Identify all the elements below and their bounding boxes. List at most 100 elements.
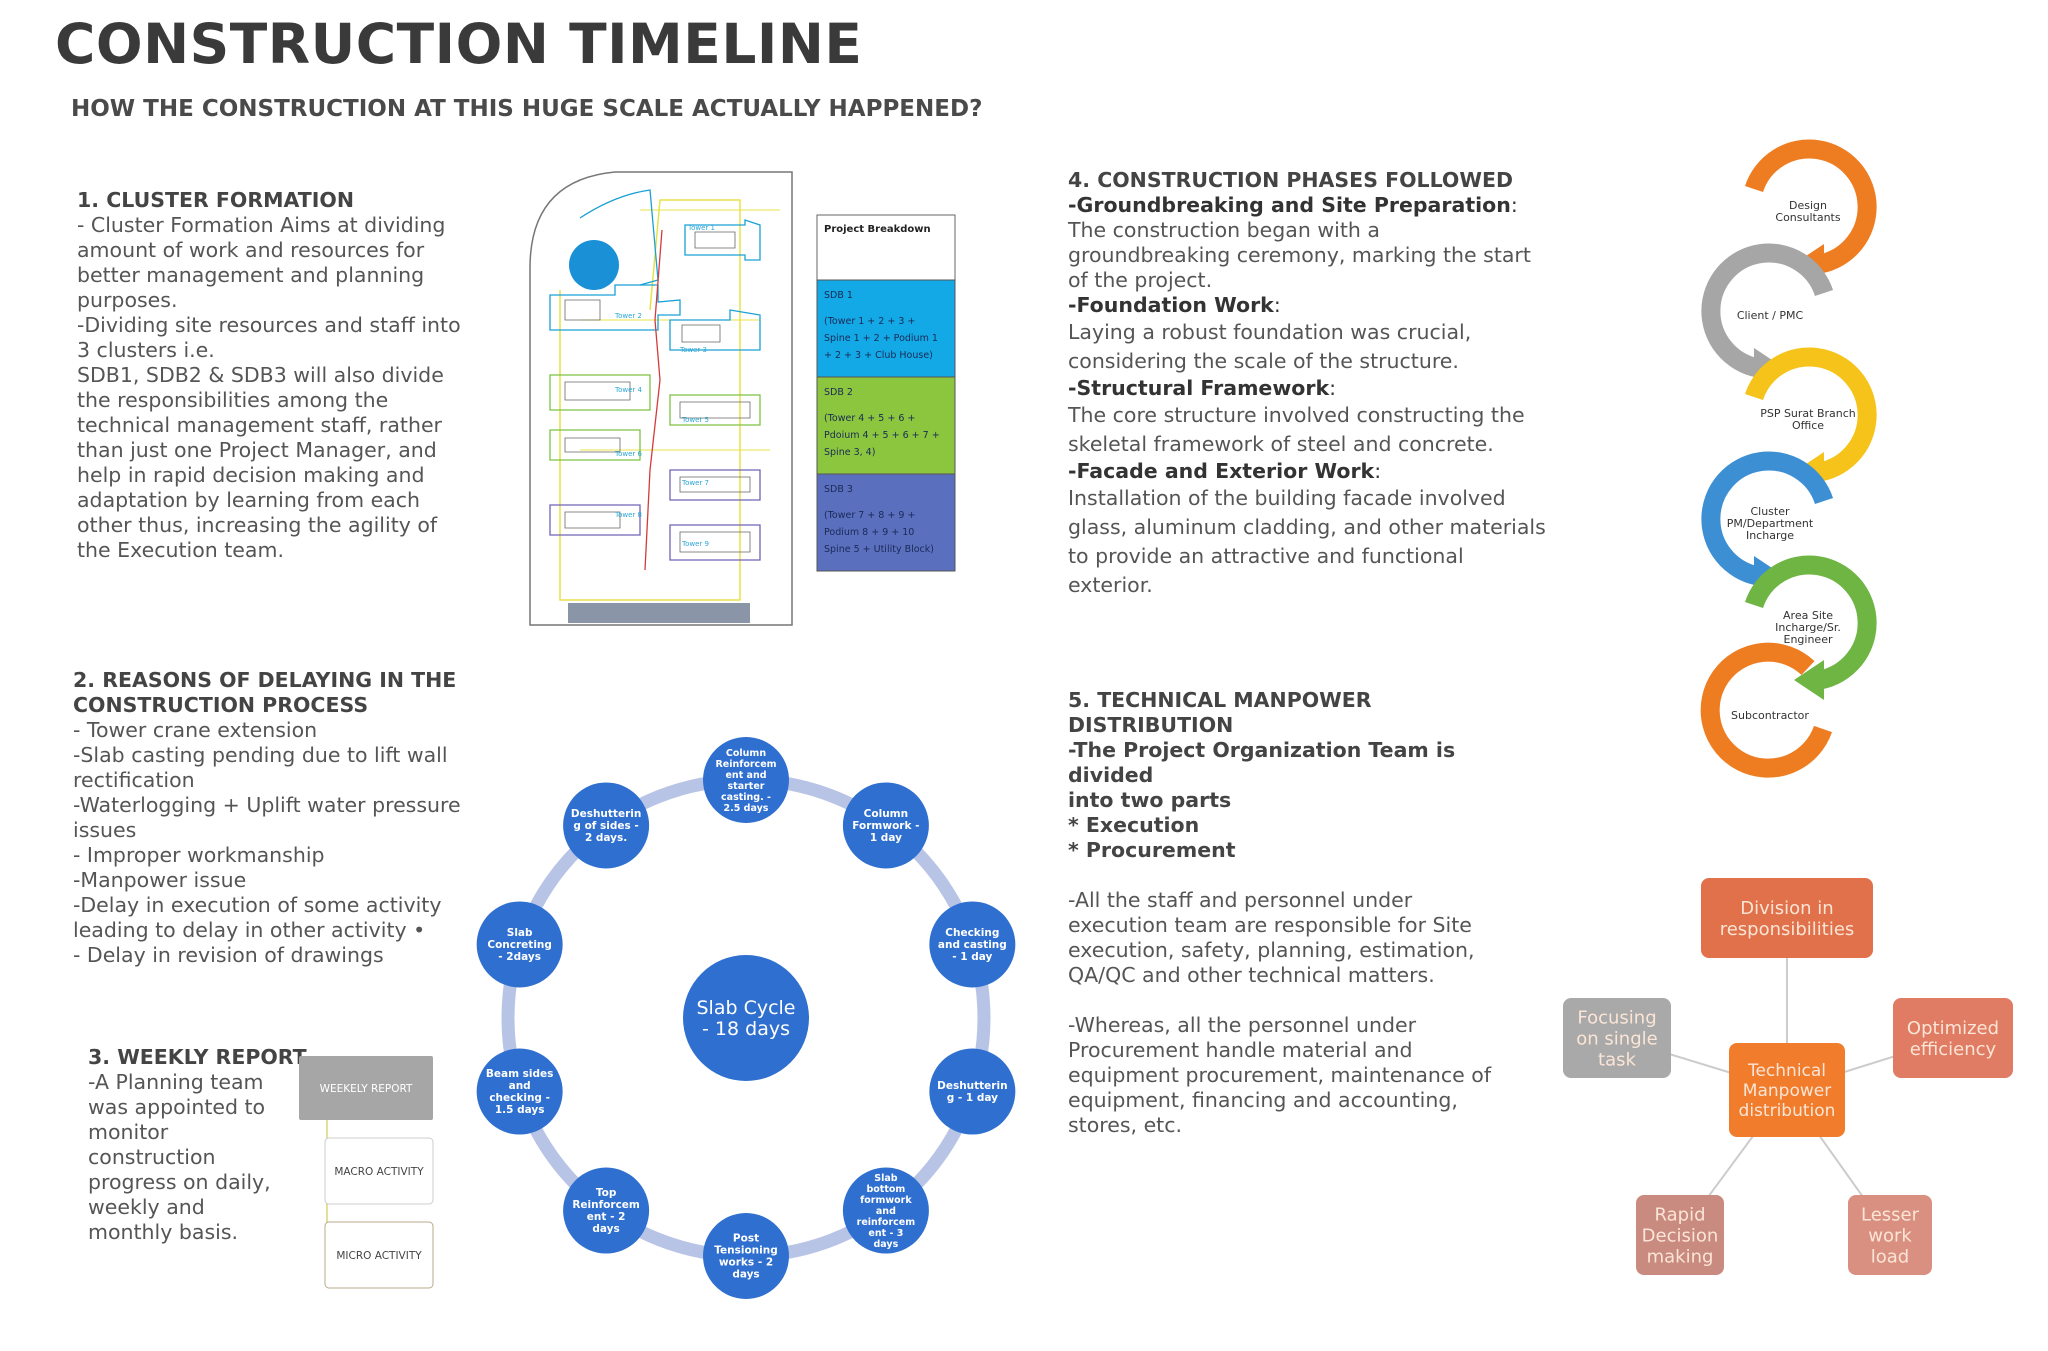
tower-label: Tower 6: [614, 450, 643, 458]
tower-label: Tower 2: [614, 312, 642, 320]
cycle-step-label: g of sides -: [573, 820, 638, 832]
body-line: -Whereas, all the personnel under: [1068, 1013, 1417, 1037]
cycle-step-label: - 1 day: [952, 951, 992, 963]
phase-title: -Groundbreaking and Site Preparation:: [1068, 193, 1518, 217]
section-body: - Tower crane extension-Slab casting pen…: [73, 718, 483, 968]
hierarchy-level-label: Office: [1792, 419, 1824, 432]
hierarchy-level-label: Cluster: [1750, 505, 1790, 518]
site-plan-diagram: Tower 1 Tower 2 Tower 3 Tower 4 Tower 5 …: [529, 171, 956, 626]
hierarchy-level-label: PM/Department: [1727, 517, 1814, 530]
cycle-step-label: Beam sides: [486, 1068, 554, 1080]
cycle-step-label: casting. -: [721, 792, 771, 803]
body-line: QA/QC and other technical matters.: [1068, 963, 1435, 987]
hierarchy-arrowhead: [1794, 660, 1824, 700]
section-heading-line: CONSTRUCTION PROCESS: [73, 693, 369, 717]
cycle-step-label: ent - 2: [587, 1211, 626, 1223]
phase-line: The core structure involved constructing…: [1068, 403, 1525, 427]
cycle-step-label: 1.5 days: [495, 1104, 545, 1116]
body-line: construction: [88, 1145, 216, 1169]
body-line: -All the staff and personnel under: [1068, 888, 1413, 912]
sdb1-detail: (Tower 1 + 2 + 3 +: [824, 316, 915, 327]
section-heading: 3. WEEKLY REPORT: [88, 1045, 307, 1069]
tower-label: Tower 1: [687, 224, 715, 232]
cycle-step-node: [703, 1213, 789, 1299]
body-line: - Delay in revision of drawings: [73, 943, 384, 967]
manpower-right-node: [1893, 998, 2013, 1078]
manpower-bottom-left-node-label: Rapid: [1655, 1204, 1706, 1225]
hierarchy-arc: [1744, 555, 1877, 690]
cycle-step-label: 1 day: [870, 832, 902, 844]
cycle-step-label: checking -: [489, 1092, 550, 1104]
site-boundary: [529, 171, 793, 626]
hierarchy-level-label: Area Site: [1783, 609, 1833, 622]
cycle-step-node: [929, 1048, 1016, 1135]
section-cluster-formation: 1. CLUSTER FORMATION - Cluster Formation…: [77, 188, 477, 563]
weekly-report-box: [299, 1056, 433, 1120]
body-line: better management and planning: [77, 263, 425, 287]
body-line: execution team are responsible for Site: [1068, 913, 1472, 937]
manpower-bottom-left-node: [1636, 1195, 1724, 1275]
body-line: monthly basis.: [88, 1220, 239, 1244]
section-delay-reasons: 2. REASONS OF DELAYING IN THE CONSTRUCTI…: [73, 668, 483, 968]
sdb1-name: SDB 1: [824, 290, 853, 301]
cycle-step-label: Top: [596, 1187, 617, 1199]
sdb3-detail: Spine 5 + Utility Block): [824, 544, 934, 555]
sdb1-detail: + 2 + 3 + Club House): [824, 350, 933, 361]
cycle-center-label: - 18 days: [702, 1018, 790, 1040]
body-line: stores, etc.: [1068, 1113, 1183, 1137]
bold-line: into two parts: [1068, 788, 1232, 812]
body-line: Procurement handle material and: [1068, 1038, 1413, 1062]
body-line: -Waterlogging + Uplift water pressure: [73, 793, 461, 817]
cycle-step-label: g - 1 day: [947, 1092, 998, 1104]
manpower-center-node-label: distribution: [1739, 1101, 1836, 1121]
body-line: SDB1, SDB2 & SDB3 will also divide: [77, 363, 444, 387]
cycle-step-label: Reinforcem: [572, 1199, 640, 1211]
section-heading: 5. TECHNICAL MANPOWER DISTRIBUTION: [1068, 688, 1372, 737]
body-line: the Execution team.: [77, 538, 284, 562]
cycle-step-node: [563, 1167, 650, 1254]
cycle-step-label: formwork: [860, 1195, 912, 1206]
tower-label: Tower 3: [679, 346, 707, 354]
cycle-step-label: days: [732, 1269, 759, 1281]
cycle-step-label: and: [509, 1080, 531, 1092]
manpower-right-node-label: Optimized: [1907, 1018, 1999, 1039]
breakdown-title: Project Breakdown: [824, 224, 931, 235]
body-line: -Dividing site resources and staff into: [77, 313, 461, 337]
cycle-step-label: days: [592, 1223, 619, 1235]
section-heading: 1. CLUSTER FORMATION: [77, 188, 354, 212]
phase-line: exterior.: [1068, 573, 1153, 597]
manpower-center-node-label: Manpower: [1743, 1081, 1831, 1101]
tower-label: Tower 9: [681, 540, 709, 548]
body-line: -Delay in execution of some activity: [73, 893, 442, 917]
micro-activity-box: [324, 1221, 434, 1289]
manpower-center-node-label: Technical: [1747, 1061, 1826, 1081]
phase-line: glass, aluminum cladding, and other mate…: [1068, 515, 1546, 539]
cycle-step-node: [476, 1048, 563, 1135]
manpower-left-node-label: on single: [1576, 1028, 1657, 1049]
hierarchy-level-label: Subcontractor: [1731, 709, 1809, 722]
hierarchy-level-label: Consultants: [1775, 211, 1840, 224]
manpower-top-node: [1701, 878, 1873, 958]
cycle-step-node: [842, 1167, 929, 1254]
macro-activity-box: [324, 1137, 434, 1205]
phase-line: considering the scale of the structure.: [1068, 349, 1459, 373]
cycle-step-label: starter: [728, 781, 765, 792]
hierarchy-arc: [1744, 139, 1877, 274]
cycle-step-label: Concreting: [487, 939, 552, 951]
body-line: weekly and: [88, 1195, 205, 1219]
hierarchy-arc: [1701, 451, 1834, 586]
cycle-step-label: ent - 3: [868, 1228, 903, 1239]
cycle-center: [683, 955, 809, 1081]
page-subtitle: HOW THE CONSTRUCTION AT THIS HUGE SCALE …: [71, 96, 983, 122]
tower-label: Tower 4: [614, 386, 643, 394]
phase-line: Laying a robust foundation was crucial,: [1068, 320, 1472, 344]
tower-label: Tower 5: [681, 416, 709, 424]
manpower-left-node-label: task: [1598, 1049, 1636, 1070]
hierarchy-level-label: Incharge/Sr.: [1775, 621, 1841, 634]
hierarchy-arc: [1744, 347, 1877, 482]
body-line: -A Planning team: [88, 1070, 264, 1094]
phase-title: -Foundation Work:: [1068, 293, 1281, 317]
